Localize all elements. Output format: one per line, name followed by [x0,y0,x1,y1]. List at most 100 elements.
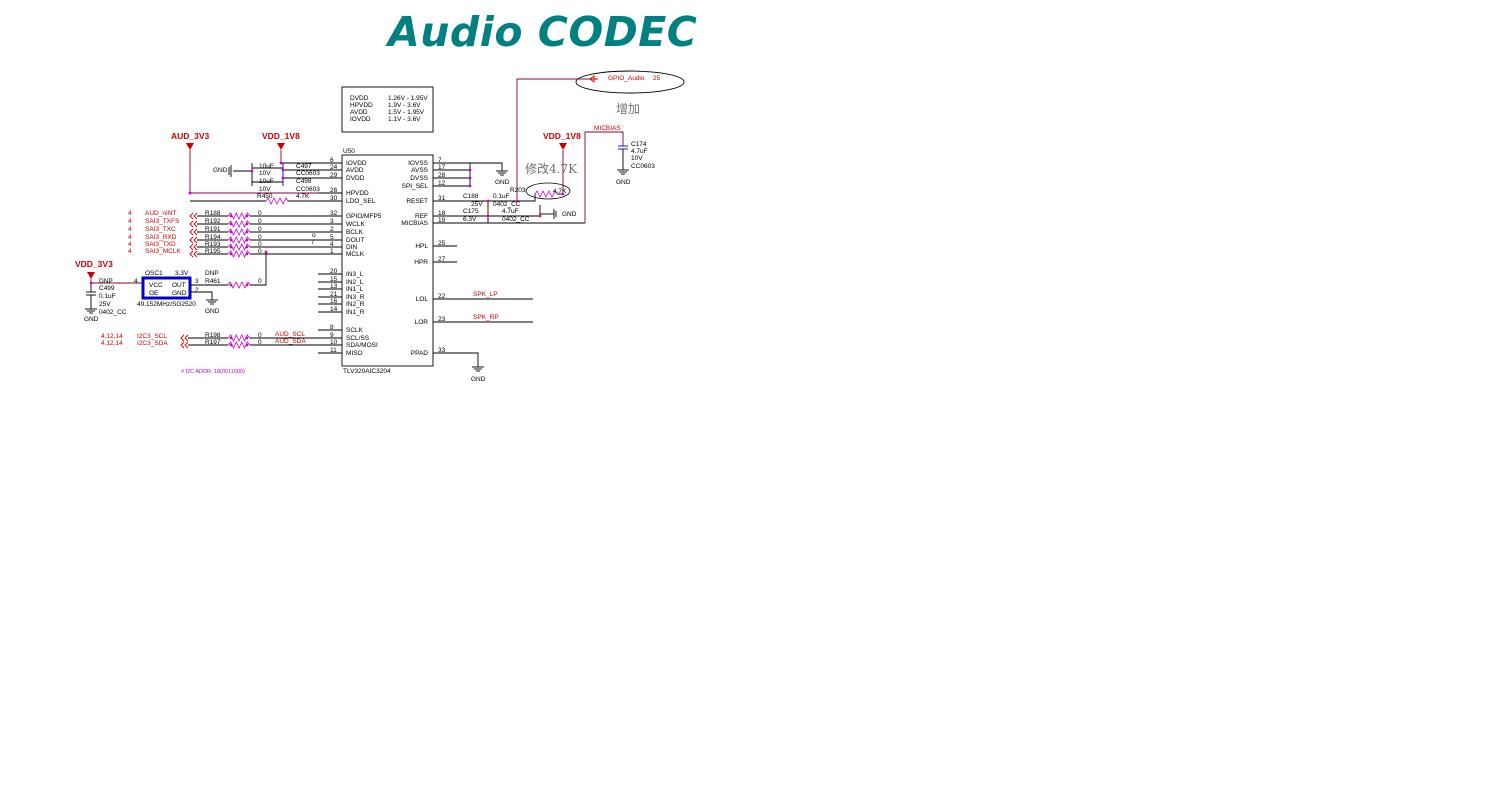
junction-dot [229,230,233,234]
vdd-1v8-right-label: VDD_1V8 [543,131,581,141]
junction-dot [281,168,285,172]
chip-right-pin-num: 18 [438,210,446,217]
ppad-wire [433,352,479,367]
vt-dvdd-name: DVDD [350,95,369,102]
osc-gnd-label: GND [205,308,220,315]
junction-dot [250,169,254,173]
r461-value: 0 [258,278,262,285]
vdd-3v3-arrow-icon [87,272,95,279]
chip-left-pin-name: IN3_L [346,271,364,278]
c498-volt: 10V [259,186,271,193]
chip-right-pin-name: HPL [415,243,428,250]
spk-lp-label: SPK_LP [473,291,498,298]
gpio-label: GPIO_Audio [608,75,645,82]
chip-left-pin-name: IN2_L [346,279,364,286]
chip-right-pin-name: MICBIAS [401,220,428,227]
c498-ref: C498 [296,178,312,185]
signal-ref: R193 [205,241,221,248]
osc-vcc: VCC [149,282,163,289]
osc-pin3: 3 [195,278,199,285]
signal-page: 4 [128,210,132,217]
signal-value: 0 [258,234,262,241]
top-decoupling-caps: GND 10uF 10V 10uF 10V C497 CC0603 C498 C… [213,162,340,193]
c174-pkg: CC0603 [631,163,655,170]
signal-ref: R192 [205,218,221,225]
chip-left-pin-num: 32 [330,210,338,217]
i2c-port-icon [180,341,185,349]
signal-ref: R194 [205,234,221,241]
chip-left-pin-name: IN1_R [346,309,365,316]
c175-volt: 6.3V [463,216,477,223]
signal-port-icon2 [193,236,198,244]
vt-hpvdd-range: 1.9V - 3.6V [388,102,421,109]
gpio-wire [516,78,590,201]
junction-dot [515,199,519,203]
chip-left-pin-name: AVDD [346,167,364,174]
chip-right-pin-name: SPI_SEL [402,183,429,190]
ppad-gnd-label: GND [471,376,486,383]
c175-ref: C175 [463,208,479,215]
c497-ref: C497 [296,163,312,170]
signal-net: AUD_nINT [145,210,176,217]
signal-port-icon [189,220,194,228]
signal-ref: R188 [205,210,221,217]
junction-dot [188,191,192,195]
chip-left-pin-name: SCLK [346,327,364,334]
signal-net: SAI3_TXD [145,241,176,248]
chip-left-pin-num: 10 [330,339,338,346]
chip-left-pin-name: SDA/MOSI [346,342,378,349]
chip-left-pin-num: 14 [330,306,338,313]
page-title: Audio CODEC [388,8,698,56]
chip-left-pin-name: BCLK [346,229,364,236]
c175-pkg: 0402_CC [502,216,530,223]
i2c-port-icon [180,334,185,342]
chip-left-pin-num: 26 [330,187,338,194]
signal-port-icon2 [193,250,198,258]
junction-dot [245,252,249,256]
junction-dot [229,252,233,256]
signal-port-icon [189,243,194,251]
c497-value: 10uF [259,163,274,170]
junction-dot [538,214,542,218]
osc-pin4: 4 [134,278,138,285]
c497-volt: 10V [259,170,271,177]
junction-dot [245,222,249,226]
chip-right-pin-num: 12 [438,180,446,187]
junction-dot [229,283,233,287]
i2c-address-note: # I2C ADDR: 18(0011000) [181,369,245,375]
chip-right-pin-num: 19 [438,217,446,224]
osc-volt: 3.3V [175,270,189,277]
chip-left-pin-name: MISO [346,350,363,357]
r203-value: 4.7K [553,188,567,195]
junction-dot [229,336,233,340]
annotation-modify: 修改4.7K [525,161,578,176]
junction-dot [468,176,472,180]
aud-3v3-arrow-icon [186,143,194,150]
c499-volt: 25V [99,301,111,308]
signal-page: 4 [128,226,132,233]
chip-left-pin-num: 13 [330,283,338,290]
osc-oe: OE [149,290,159,297]
chip-right-pin-num: 31 [438,195,446,202]
signal-value: 0 [258,241,262,248]
chip-left-pin-name: WCLK [346,221,365,228]
vdd-1v8-right-arrow-icon [559,143,567,150]
chip-left-pin-name: DVDD [346,175,365,182]
i2c-value: 0 [258,332,262,339]
chip-left-pin-num: 5 [330,234,334,241]
chip-right-pin-num: 17 [438,164,446,171]
r450-value: 4.7K [296,193,310,200]
i2c-value: 0 [258,339,262,346]
vdd-1v8-left-label: VDD_1V8 [262,131,300,141]
chip-body [341,154,434,367]
iovss-gnd-label: GND [495,179,510,186]
junction-dot [468,168,472,172]
chip-left-pin-name: DOUT [346,237,364,244]
chip-left-pin-num: 1 [330,248,334,255]
chip-right-pin-name: AVSS [411,167,429,174]
chip-left-pin-name: IN1_L [346,286,364,293]
signal-port-icon2 [193,243,198,251]
